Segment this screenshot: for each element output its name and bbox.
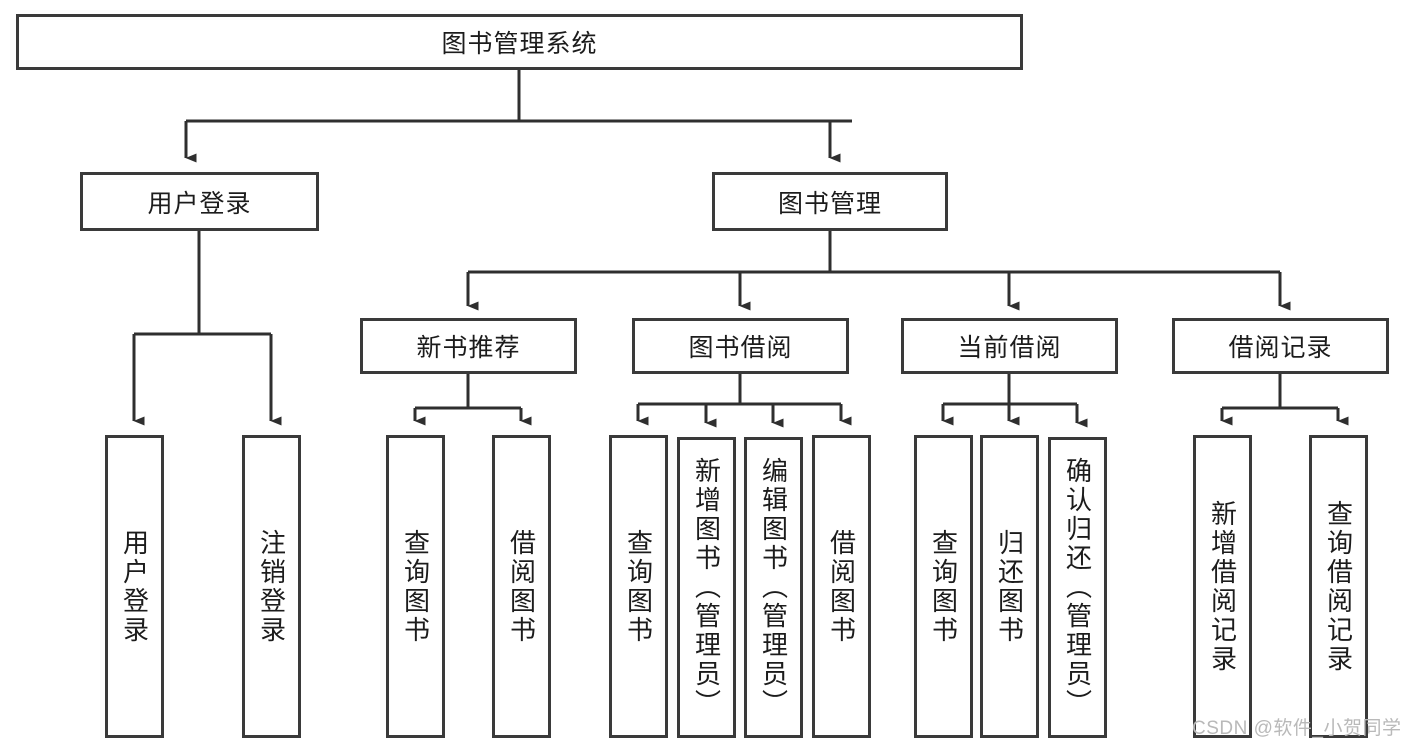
leaf-add-book-admin[interactable]: 新增图书（管理员） [677, 437, 736, 738]
node-label: 图书管理系统 [441, 30, 598, 58]
node-label: 新增借阅记录 [1207, 499, 1238, 674]
leaf-user-login[interactable]: 用户登录 [105, 435, 164, 738]
node-label: 图书借阅 [688, 334, 793, 362]
node-label: 用户登录 [147, 189, 252, 218]
leaf-query-book-recommend[interactable]: 查询图书 [386, 435, 445, 738]
node-label: 查询图书 [928, 528, 959, 645]
node-label: 图书管理 [777, 189, 882, 218]
leaf-query-borrow-record[interactable]: 查询借阅记录 [1309, 435, 1368, 738]
leaf-edit-book-admin[interactable]: 编辑图书（管理员） [744, 437, 803, 738]
leaf-query-book-current[interactable]: 查询图书 [914, 435, 973, 738]
node-label: 当前借阅 [957, 334, 1062, 362]
leaf-borrow-book[interactable]: 借阅图书 [812, 435, 871, 738]
node-label: 用户登录 [119, 528, 150, 645]
node-new-book-recommendation[interactable]: 新书推荐 [360, 318, 577, 374]
node-label: 注销登录 [256, 528, 287, 645]
leaf-return-book[interactable]: 归还图书 [980, 435, 1039, 738]
leaf-query-book-borrow[interactable]: 查询图书 [609, 435, 668, 738]
node-borrowing-record[interactable]: 借阅记录 [1172, 318, 1389, 374]
node-label: 借阅图书 [506, 528, 537, 645]
node-user-login[interactable]: 用户登录 [80, 172, 319, 231]
node-root-book-management-system[interactable]: 图书管理系统 [16, 14, 1023, 70]
node-label: 查询图书 [400, 528, 431, 645]
node-label: 查询借阅记录 [1323, 499, 1354, 674]
node-label: 确认归还（管理员） [1062, 457, 1093, 718]
node-book-borrowing[interactable]: 图书借阅 [632, 318, 849, 374]
leaf-logout[interactable]: 注销登录 [242, 435, 301, 738]
node-label: 编辑图书（管理员） [758, 457, 789, 718]
leaf-add-borrow-record[interactable]: 新增借阅记录 [1193, 435, 1252, 738]
node-label: 借阅记录 [1228, 334, 1333, 362]
node-label: 归还图书 [994, 528, 1025, 645]
leaf-confirm-return-admin[interactable]: 确认归还（管理员） [1048, 437, 1107, 738]
node-label: 新书推荐 [416, 334, 521, 362]
csdn-watermark: CSDN @软件_小贺同学 [1192, 718, 1402, 739]
leaf-borrow-book-recommend[interactable]: 借阅图书 [492, 435, 551, 738]
node-label: 查询图书 [623, 528, 654, 645]
node-current-borrowing[interactable]: 当前借阅 [901, 318, 1118, 374]
node-label: 新增图书（管理员） [691, 457, 722, 718]
node-book-management[interactable]: 图书管理 [712, 172, 948, 231]
node-label: 借阅图书 [826, 528, 857, 645]
